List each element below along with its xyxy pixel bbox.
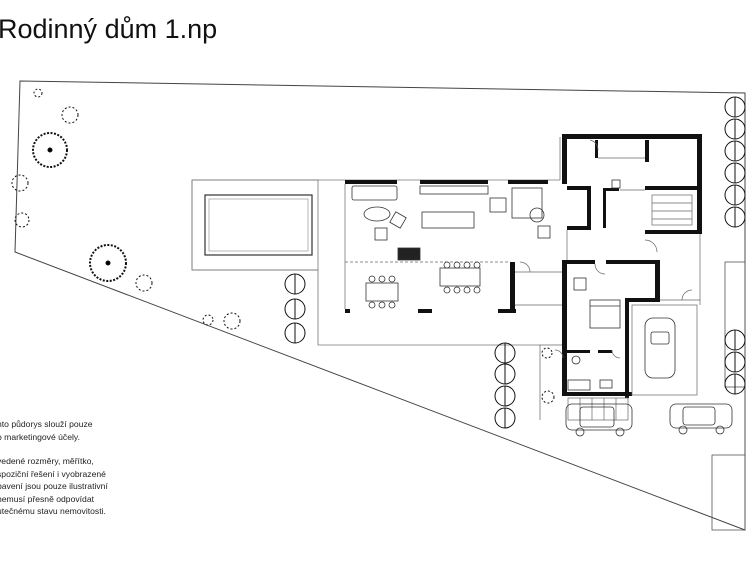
wall [562,260,567,395]
wall [562,134,567,184]
page-title: Rodinný dům 1.np [0,14,218,44]
shrub [541,347,553,359]
trees [11,88,746,429]
wall [625,298,660,302]
armchair [374,227,388,241]
wall [420,180,488,184]
shrub [135,274,153,292]
shrub [61,106,79,124]
toilet [571,355,581,365]
wall [566,350,590,353]
wall [562,134,702,139]
wall [645,186,700,190]
shrub [223,312,241,330]
table [489,197,507,213]
pool-surround [191,179,319,271]
wall [418,309,432,313]
pool-inner [208,198,309,252]
chair [368,275,376,283]
disclaimer-line: o marketingové účely. [0,431,80,442]
wall [345,309,350,313]
shrub [11,174,29,192]
kitchen-island [421,211,475,229]
shrub [541,390,555,404]
wall [562,260,595,264]
wall [655,260,660,302]
wall [562,392,632,396]
plot-boundary [14,80,746,531]
wall [625,298,629,398]
sofa [351,185,398,201]
disclaimer-line: nemusí přesně odpovídat [0,493,94,504]
table [529,207,545,223]
wall [603,190,606,228]
shrub [202,314,214,326]
wall [595,140,598,158]
basin [599,379,613,389]
wall [498,309,516,313]
wall [645,140,649,162]
disclaimer-line: vedené rozměry, měřítko, [0,456,94,466]
car-parked [565,403,733,437]
carport [711,240,746,531]
wall [508,180,548,184]
interior-lines [344,139,701,421]
sofa [511,187,543,219]
wall [598,350,612,353]
wall [606,260,660,264]
furniture [351,179,676,391]
bed [589,299,621,329]
disclaimer-line: nto půdorys slouží pouze [0,419,93,429]
armchair [537,225,551,239]
disclaimer-paragraph: vedené rozměry, měřítko, spoziční řešení… [0,455,117,518]
walls [345,134,702,398]
car [644,317,676,379]
wall [603,188,619,191]
shrub [14,212,30,228]
disclaimer-line: bavení jsou pouze ilustrativní [0,481,108,491]
tree [32,132,68,168]
disclaimer-line: utečnému stavu nemovitosti. [0,506,106,516]
wall [697,134,702,234]
bathtub [567,379,591,391]
shrub [33,88,43,98]
shower [611,179,621,189]
armchair [363,206,391,222]
wall [345,180,397,184]
wall [510,262,515,312]
stove [397,247,421,261]
kitchen-counter [419,185,489,195]
dining-table [365,282,399,302]
wall [587,186,591,230]
disclaimer-paragraph: nto půdorys slouží pouze o marketingové … [0,418,117,443]
armchair [573,277,587,291]
disclaimer-text: nto půdorys slouží pouze o marketingové … [0,418,117,530]
wall [645,230,700,234]
tree [89,244,127,282]
pool [204,194,313,256]
disclaimer-line: spoziční řešení i vyobrazené [0,468,106,479]
armchair [389,211,407,229]
wall [567,186,589,190]
wall [567,226,589,230]
dining-table [439,267,481,287]
